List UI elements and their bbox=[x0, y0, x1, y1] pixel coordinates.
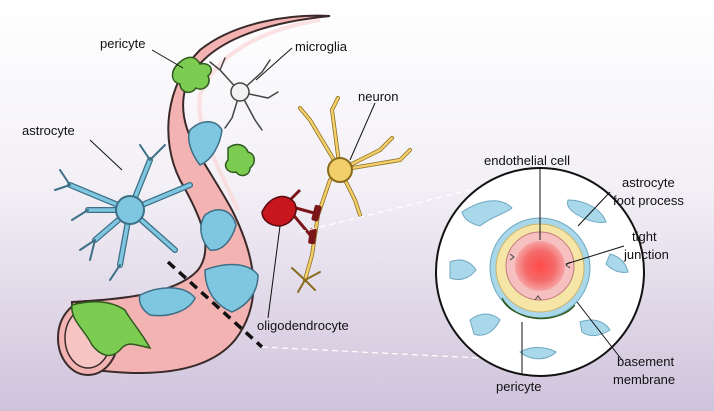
label-oligodendrocyte: oligodendrocyte bbox=[257, 318, 349, 333]
astrocyte-endfeet bbox=[138, 121, 259, 317]
label-tight-junction-line2: junction bbox=[623, 247, 669, 262]
astrocyte-body bbox=[115, 195, 145, 225]
cross-section-view bbox=[435, 167, 645, 377]
pericyte-top-shape bbox=[171, 56, 212, 94]
astrocyte-cell bbox=[54, 144, 193, 281]
label-neuron: neuron bbox=[358, 89, 398, 104]
label-tight-junction-line1: tight bbox=[632, 229, 657, 244]
myelin-segments bbox=[308, 204, 322, 245]
label-microglia: microglia bbox=[295, 39, 348, 54]
oligodendrocyte-cell bbox=[261, 188, 315, 237]
label-astrocyte: astrocyte bbox=[22, 123, 75, 138]
pericyte-bottom-shape bbox=[71, 300, 152, 357]
label-astrocyte-foot-process-line2: foot process bbox=[613, 193, 684, 208]
microglia-body bbox=[230, 82, 250, 102]
pericyte-mid-shape bbox=[224, 143, 255, 177]
projection-lines bbox=[261, 189, 481, 359]
neuron-body bbox=[327, 157, 353, 183]
label-basement-membrane-line1: basement bbox=[617, 354, 674, 369]
label-endothelial-cell: endothelial cell bbox=[484, 153, 570, 168]
neuron-cell bbox=[291, 96, 412, 293]
pericyte-crescent bbox=[501, 297, 576, 320]
label-basement-membrane-line2: membrane bbox=[613, 372, 675, 387]
cross-section-cut-line bbox=[166, 260, 264, 349]
label-pericyte-cross-section: pericyte bbox=[496, 379, 542, 394]
leader-lines bbox=[89, 47, 625, 374]
microglia-cell bbox=[209, 57, 279, 131]
label-astrocyte-foot-process-line1: astrocyte bbox=[622, 175, 675, 190]
label-pericyte-top: pericyte bbox=[100, 36, 146, 51]
